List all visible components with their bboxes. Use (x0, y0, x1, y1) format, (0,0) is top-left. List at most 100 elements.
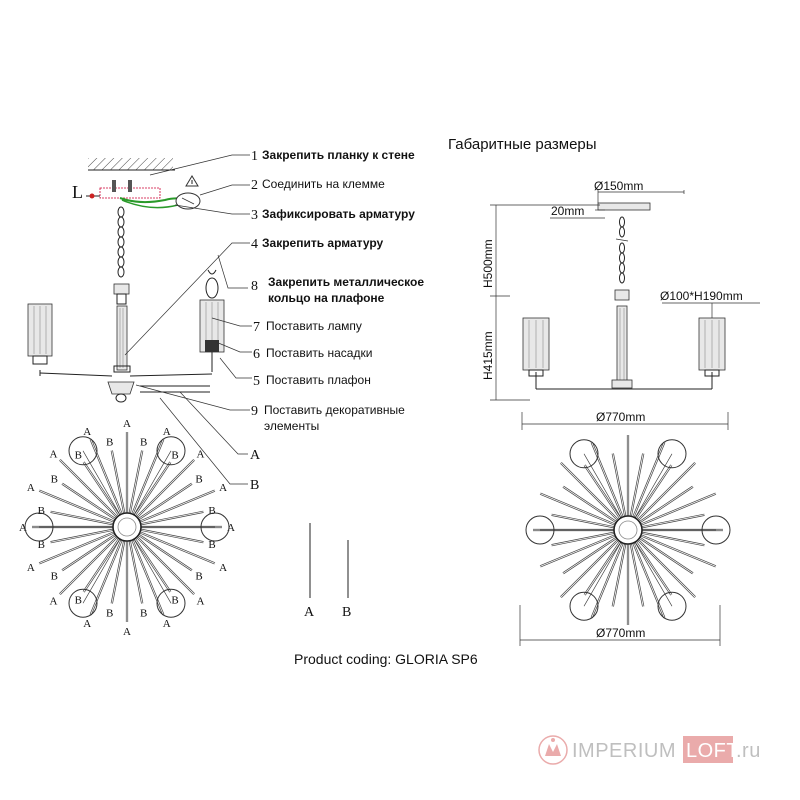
step-6-number: 6 (253, 347, 260, 362)
rod-ray-highlight (562, 486, 617, 523)
watermark-badge (683, 736, 733, 763)
ray-label-a: A (197, 596, 205, 608)
rod-ray-highlight (635, 541, 672, 596)
step-1-text: Закрепить планку к стене (262, 148, 415, 162)
watermark-part2: LOFT (686, 740, 739, 762)
rod-ray-highlight (139, 531, 215, 564)
wire-label: L (72, 182, 83, 202)
rod-ray-highlight (562, 537, 617, 574)
rod-ray-highlight (131, 539, 164, 615)
top-diameter: Ø770mm (596, 626, 645, 640)
step-5-text: Поставить плафон (266, 373, 371, 387)
ray-label-a: A (197, 448, 205, 460)
central-column (116, 305, 128, 371)
rod-ray-highlight (637, 462, 696, 521)
rod-ray-highlight (641, 514, 705, 528)
rod-ray-highlight (540, 493, 616, 526)
rod-ray-highlight (39, 531, 115, 564)
rod-ray-highlight (138, 483, 193, 520)
shade-right (199, 269, 225, 372)
step-9-text-2: элементы (264, 419, 319, 433)
ceiling-hatch (88, 158, 173, 170)
rod-ray-highlight (640, 534, 716, 567)
ray-label-b: B (171, 450, 178, 462)
rod-ray-highlight (61, 534, 116, 571)
hub-inner (618, 520, 638, 540)
rod-ray-highlight (83, 461, 120, 516)
rod-ray-highlight (83, 538, 120, 593)
shade-circle (569, 439, 599, 469)
ray-label-a: A (83, 618, 91, 630)
step-4-number: 4 (251, 237, 258, 252)
rod-ray-highlight (540, 534, 616, 567)
rod-ray-highlight (139, 490, 215, 523)
part-a-label: A (304, 605, 315, 620)
step-4-text: Закрепить арматуру (262, 236, 384, 250)
ray-label-b: B (51, 474, 58, 486)
ray-label-a: A (83, 426, 91, 438)
ray-label-b: B (208, 505, 215, 517)
rod-ray-highlight (111, 450, 125, 514)
chain (117, 206, 125, 278)
rod-ray-highlight (639, 537, 694, 574)
shade-circle (156, 588, 186, 618)
ray-label-a: A (123, 418, 131, 430)
step-6-text: Поставить насадки (266, 346, 372, 360)
step-1-number: 1 (251, 149, 258, 164)
rod-ray-highlight (630, 453, 644, 517)
watermark-part3: .ru (736, 740, 761, 762)
lamp-bulb (205, 277, 219, 299)
step-3-number: 3 (251, 208, 258, 223)
rod-ray-highlight (551, 532, 615, 546)
column-cap (113, 283, 130, 295)
ray-label-b: B (140, 607, 147, 619)
rod-ray-highlight (560, 539, 619, 598)
step-2-text: Соединить на клемме (262, 177, 385, 191)
rod-ray-highlight (612, 453, 626, 517)
shade-circle (68, 436, 98, 466)
rod-ray-highlight (111, 540, 125, 604)
callout-a-label: A (250, 448, 261, 463)
rod-ray-highlight (637, 539, 696, 598)
rod-ray-highlight (61, 483, 116, 520)
ray-label-b: B (106, 607, 113, 619)
ray-label-b: B (195, 474, 202, 486)
rod-ray-highlight (59, 536, 118, 595)
hub-circle (613, 515, 643, 545)
step-3-text: Зафиксировать арматуру (262, 207, 415, 221)
ray-label-a: A (27, 562, 35, 574)
shade-size: Ø100*H190mm (660, 289, 743, 303)
hub-bottom (107, 381, 135, 395)
rod-ray-highlight (591, 442, 624, 518)
ray-label-a: A (227, 522, 235, 534)
body-height: H415mm (481, 331, 495, 380)
arm-left (39, 372, 113, 377)
rod-ray-highlight (90, 539, 123, 615)
ray-label-b: B (208, 539, 215, 551)
ray-label-a: A (19, 522, 27, 534)
shade-circle (657, 591, 687, 621)
rod-ray-highlight (584, 541, 621, 596)
rod-ray-highlight (584, 464, 621, 519)
ray-label-b: B (75, 450, 82, 462)
step-7-number: 7 (253, 320, 260, 335)
step-8-text-1: Закрепить металлическое (268, 275, 424, 289)
rod-ray-highlight (134, 538, 171, 593)
ray-label-a: A (27, 482, 35, 494)
rod-ray-highlight (612, 543, 626, 607)
rod-ray-highlight (136, 459, 195, 518)
ray-label-b: B (140, 437, 147, 449)
ray-label-b: B (75, 594, 82, 606)
rod-ray-highlight (632, 442, 665, 518)
shade-left (27, 303, 53, 365)
rod-ray-highlight (630, 543, 644, 607)
step-7-text: Поставить лампу (266, 319, 362, 333)
step-2-number: 2 (251, 178, 258, 193)
rod-ray-highlight (136, 536, 195, 595)
canopy-depth: 20mm (551, 204, 584, 218)
ray-label-b: B (38, 505, 45, 517)
watermark: IMPERIUM LOFT .ru (538, 735, 761, 765)
canopy-diameter: Ø150mm (594, 179, 643, 193)
ray-label-b: B (51, 570, 58, 582)
rod-ray-highlight (632, 542, 665, 618)
